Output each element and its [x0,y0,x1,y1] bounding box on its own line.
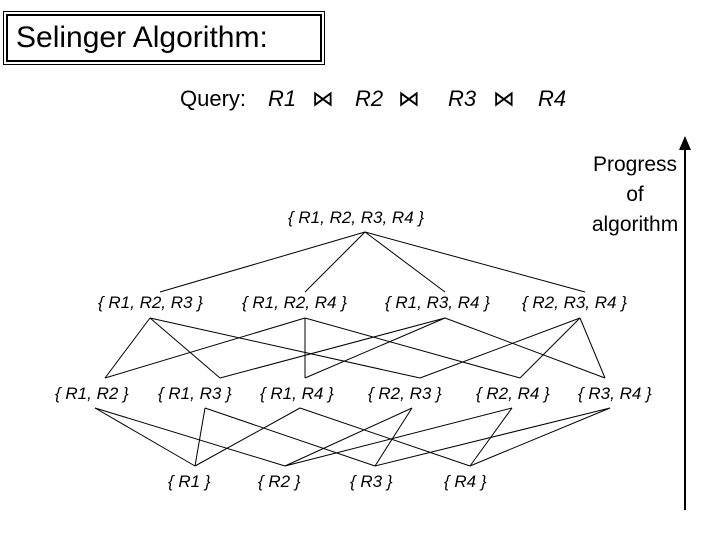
edge-123-23 [149,317,421,379]
edge-14-4 [299,407,471,467]
node-r2: { R2 } [258,472,301,491]
query-relation-r4: R4 [538,86,567,111]
node-r1-r3-r4: { R1, R3, R4 } [385,293,490,312]
edge-24-2 [284,407,513,467]
node-r4: { R4 } [444,472,487,491]
progress-label: Progress of algorithm [560,150,710,240]
edge-23-3 [374,407,413,467]
node-r2-r3-r4: { R2, R3, R4 } [522,293,627,312]
progress-word-2: of [626,183,644,206]
node-r1: { R1 } [168,472,211,491]
edge-13-1 [194,407,206,467]
edge-124-12 [104,317,306,379]
node-r3: { R3 } [350,472,393,491]
edge-23-2 [284,407,413,467]
progress-arrow-head [679,136,691,150]
edge-4-3c [364,231,446,293]
slide-title: Selinger Algorithm: [6,14,322,62]
node-r1-r4: { R1, R4 } [260,384,334,403]
edge-124-24 [304,317,521,379]
query-relation-r3: R3 [448,86,477,111]
edge-234-34 [579,317,606,379]
edge-134-13 [219,317,446,379]
node-r1-r2-r3: { R1, R2, R3 } [98,293,203,312]
node-r1-r2-r3-r4: { R1, R2, R3, R4 } [288,208,425,227]
edge-13-3 [204,407,376,467]
node-r1-r2-r4: { R1, R2, R4 } [242,293,347,312]
node-r2-r3: { R2, R3 } [368,384,442,403]
join-symbol-1: ⋈ [312,86,334,111]
edge-234-23 [419,317,581,379]
progress-word-1: Progress [592,153,678,176]
query-expression: Query: R1 ⋈ R2 ⋈ R3 ⋈ R4 [0,86,720,116]
edge-34-3 [374,407,611,467]
progress-word-3: algorithm [591,213,679,236]
edge-134-34 [444,317,606,379]
edge-group [94,231,611,467]
node-r3-r4: { R3, R4 } [578,384,652,403]
node-r1-r3: { R1, R3 } [158,384,232,403]
query-relation-r1: R1 [268,86,297,111]
query-relation-r2: R2 [355,86,384,111]
edge-4-3b [304,231,366,293]
edge-123-12 [104,317,151,379]
join-symbol-2: ⋈ [398,86,420,111]
edge-134-14 [304,317,446,379]
edge-34-4 [469,407,611,467]
node-r2-r4: { R2, R4 } [476,384,550,403]
edge-234-24 [519,317,581,379]
query-label: Query: [180,86,247,111]
edge-123-13 [149,317,221,379]
edge-12-1 [94,407,196,467]
edge-14-1 [194,407,301,467]
join-symbol-3: ⋈ [493,86,515,111]
node-r1-r2: { R1, R2 } [55,384,129,403]
edge-12-2 [94,407,286,467]
edge-4-3d [364,231,586,293]
edge-4-3a [159,231,366,293]
